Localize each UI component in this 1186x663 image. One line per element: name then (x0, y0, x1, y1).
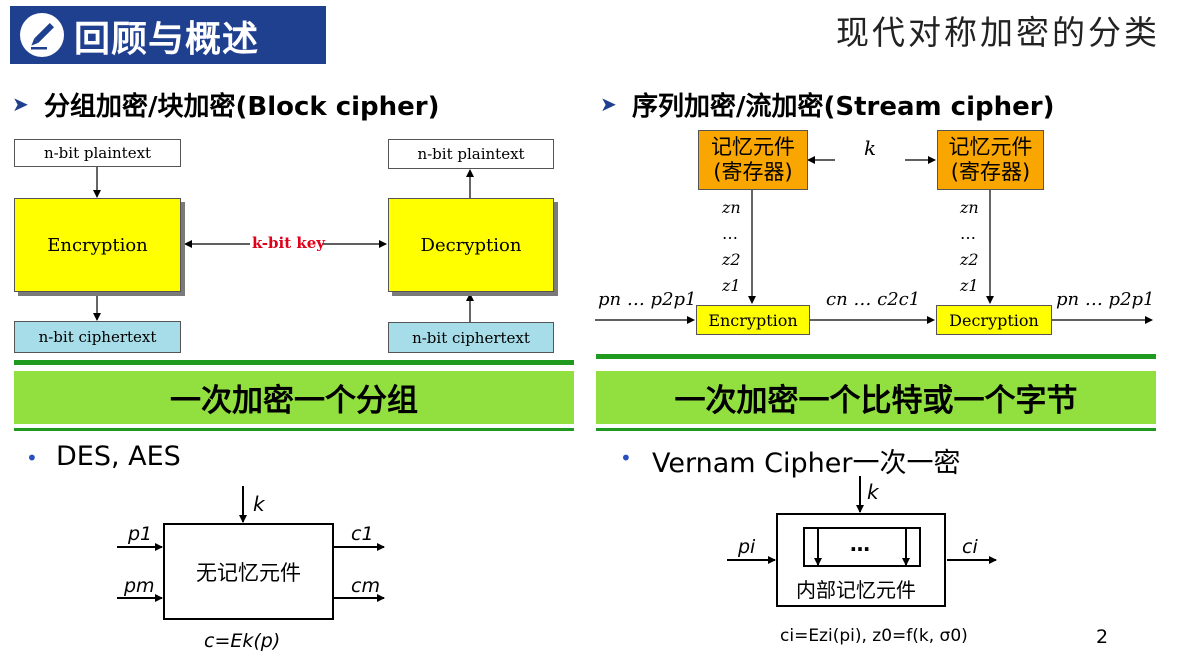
banner-text: 一次加密一个分组 (170, 383, 418, 419)
memoryless-element-box: 无记忆元件 (163, 523, 334, 620)
block-cipher-formula: c=Ek(p) (204, 630, 281, 652)
divider (596, 428, 1156, 431)
page-number: 2 (1096, 626, 1109, 648)
slide-subtitle: 现代对称加密的分类 (836, 13, 1160, 52)
output-ci-label: ci (962, 536, 978, 558)
keystream-ellipsis: … (722, 224, 738, 243)
key-label: k-bit key (252, 234, 326, 252)
memory-element-sublabel: (寄存器) (950, 160, 1031, 184)
keystream-z-n: zn (960, 198, 979, 217)
register-dots: … (850, 532, 870, 556)
k-label: k (864, 136, 877, 160)
internal-register-box (803, 527, 921, 567)
stream-cipher-formula: ci=Ezi(pi), z0=f(k, σ0) (780, 626, 968, 646)
keystream-z-1: z1 (960, 276, 979, 295)
bullet-dot: • (620, 446, 632, 470)
input-p1-label: p1 (128, 523, 153, 545)
plaintext-stream-label: pn … p2p1 (598, 289, 697, 310)
memoryless-element-label: 无记忆元件 (196, 560, 301, 585)
page-title: 回顾与概述 (74, 19, 260, 60)
encryption-label: Encryption (708, 310, 798, 330)
plaintext-label: n-bit plaintext (417, 145, 525, 163)
key-k-label: k (867, 480, 879, 504)
block-cipher-banner: 一次加密一个分组 (14, 371, 574, 424)
keystream-ellipsis: … (960, 224, 976, 243)
divider (14, 360, 574, 365)
input-pm-label: pm (124, 575, 155, 597)
memory-element-left: 记忆元件 (寄存器) (698, 130, 808, 190)
keystream-z-2: z2 (722, 250, 741, 269)
ciphertext-label: n-bit ciphertext (412, 328, 530, 347)
key-k-label: k (253, 492, 265, 516)
memory-element-right: 记忆元件 (寄存器) (937, 130, 1044, 190)
output-stream-label: pn … p2p1 (1056, 289, 1155, 310)
plaintext-box-left: n-bit plaintext (14, 139, 181, 167)
divider (596, 354, 1156, 359)
bullet-arrow-icon: ➤ (12, 92, 29, 116)
bullet-arrow-icon: ➤ (600, 92, 617, 116)
banner-text: 一次加密一个比特或一个字节 (674, 383, 1078, 419)
stream-cipher-banner: 一次加密一个比特或一个字节 (596, 371, 1156, 424)
divider (14, 428, 574, 431)
pencil-icon (20, 13, 64, 57)
bullet-dot: • (26, 446, 38, 470)
keystream-z-1: z1 (722, 276, 741, 295)
decryption-label: Decryption (420, 234, 522, 256)
stream-decryption-box: Decryption (936, 305, 1052, 335)
vernam-cipher-box (776, 513, 946, 607)
decryption-label: Decryption (949, 310, 1039, 330)
encryption-box: Encryption (14, 198, 181, 292)
plaintext-label: n-bit plaintext (43, 144, 152, 162)
block-cipher-heading: 分组加密/块加密(Block cipher) (44, 92, 440, 122)
ciphertext-stream-label: cn … c2c1 (826, 289, 921, 310)
keystream-z-2: z2 (960, 250, 979, 269)
memory-element-sublabel: (寄存器) (713, 160, 793, 184)
internal-memory-label: 内部记忆元件 (796, 578, 916, 602)
ciphertext-box-left: n-bit ciphertext (14, 321, 181, 353)
input-pi-label: pi (738, 536, 756, 558)
keystream-z-n: zn (722, 198, 741, 217)
stream-cipher-example: Vernam Cipher一次一密 (652, 448, 961, 479)
output-c1-label: c1 (351, 523, 374, 545)
ciphertext-box-right: n-bit ciphertext (388, 322, 554, 353)
stream-cipher-heading: 序列加密/流加密(Stream cipher) (632, 92, 1055, 122)
plaintext-box-right: n-bit plaintext (388, 139, 554, 169)
decryption-box: Decryption (388, 198, 554, 292)
memory-element-label: 记忆元件 (948, 134, 1033, 159)
stream-encryption-box: Encryption (696, 305, 810, 335)
memory-element-label: 记忆元件 (711, 134, 795, 159)
block-cipher-examples: DES, AES (56, 441, 181, 472)
ciphertext-label: n-bit ciphertext (38, 328, 157, 346)
output-cm-label: cm (351, 575, 380, 597)
encryption-label: Encryption (47, 234, 148, 256)
